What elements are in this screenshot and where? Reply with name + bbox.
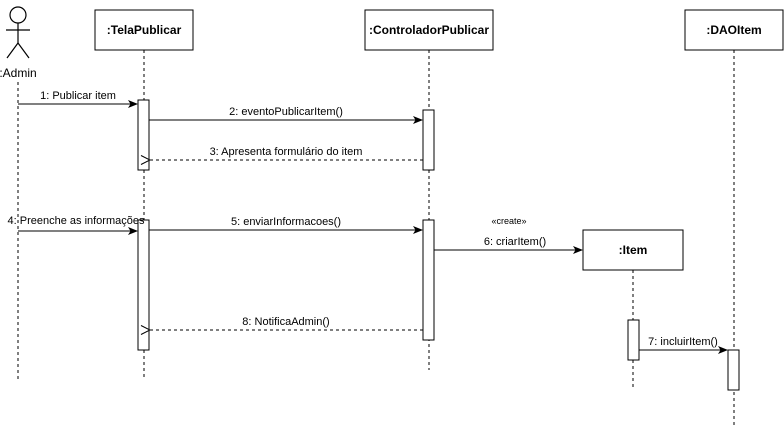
message-3-label: 3: Apresenta formulário do item — [210, 146, 363, 158]
message-8-label: 8: NotificaAdmin() — [242, 316, 329, 328]
controlador-publicar-label: :ControladorPublicar — [369, 23, 489, 37]
admin-actor-label: :Admin — [0, 66, 37, 80]
dao-item-participant: :DAOItem — [684, 9, 784, 51]
controlador-publicar-box — [364, 9, 494, 51]
tela-activation-1 — [137, 99, 150, 171]
message-6-stereotype: «create» — [491, 216, 526, 226]
dao-item-label: :DAOItem — [706, 23, 761, 37]
controlador-publicar-participant: :ControladorPublicar — [364, 9, 494, 51]
item-participant: :Item — [582, 229, 684, 271]
controlador-activation-1 — [422, 109, 435, 171]
controlador-activation-2 — [422, 219, 435, 341]
tela-publicar-box — [94, 9, 194, 51]
message-7-label: 7: incluirItem() — [648, 336, 718, 348]
item-label: :Item — [619, 243, 648, 257]
tela-publicar-label: :TelaPublicar — [107, 23, 182, 37]
admin-actor: :Admin — [0, 6, 37, 80]
dao-activation — [727, 349, 740, 391]
tela-activation-2 — [137, 219, 150, 351]
message-6-label: 6: criarItem() — [484, 236, 546, 248]
item-box — [582, 229, 684, 271]
actor-head-icon — [9, 6, 27, 24]
message-2-label: 2: eventoPublicarItem() — [229, 106, 343, 118]
message-5-label: 5: enviarInformacoes() — [231, 216, 341, 228]
tela-publicar-participant: :TelaPublicar — [94, 9, 194, 51]
message-1-label: 1: Publicar item — [40, 90, 116, 102]
item-activation — [627, 319, 640, 361]
message-4-label: 4: Preenche as informações — [8, 215, 145, 227]
